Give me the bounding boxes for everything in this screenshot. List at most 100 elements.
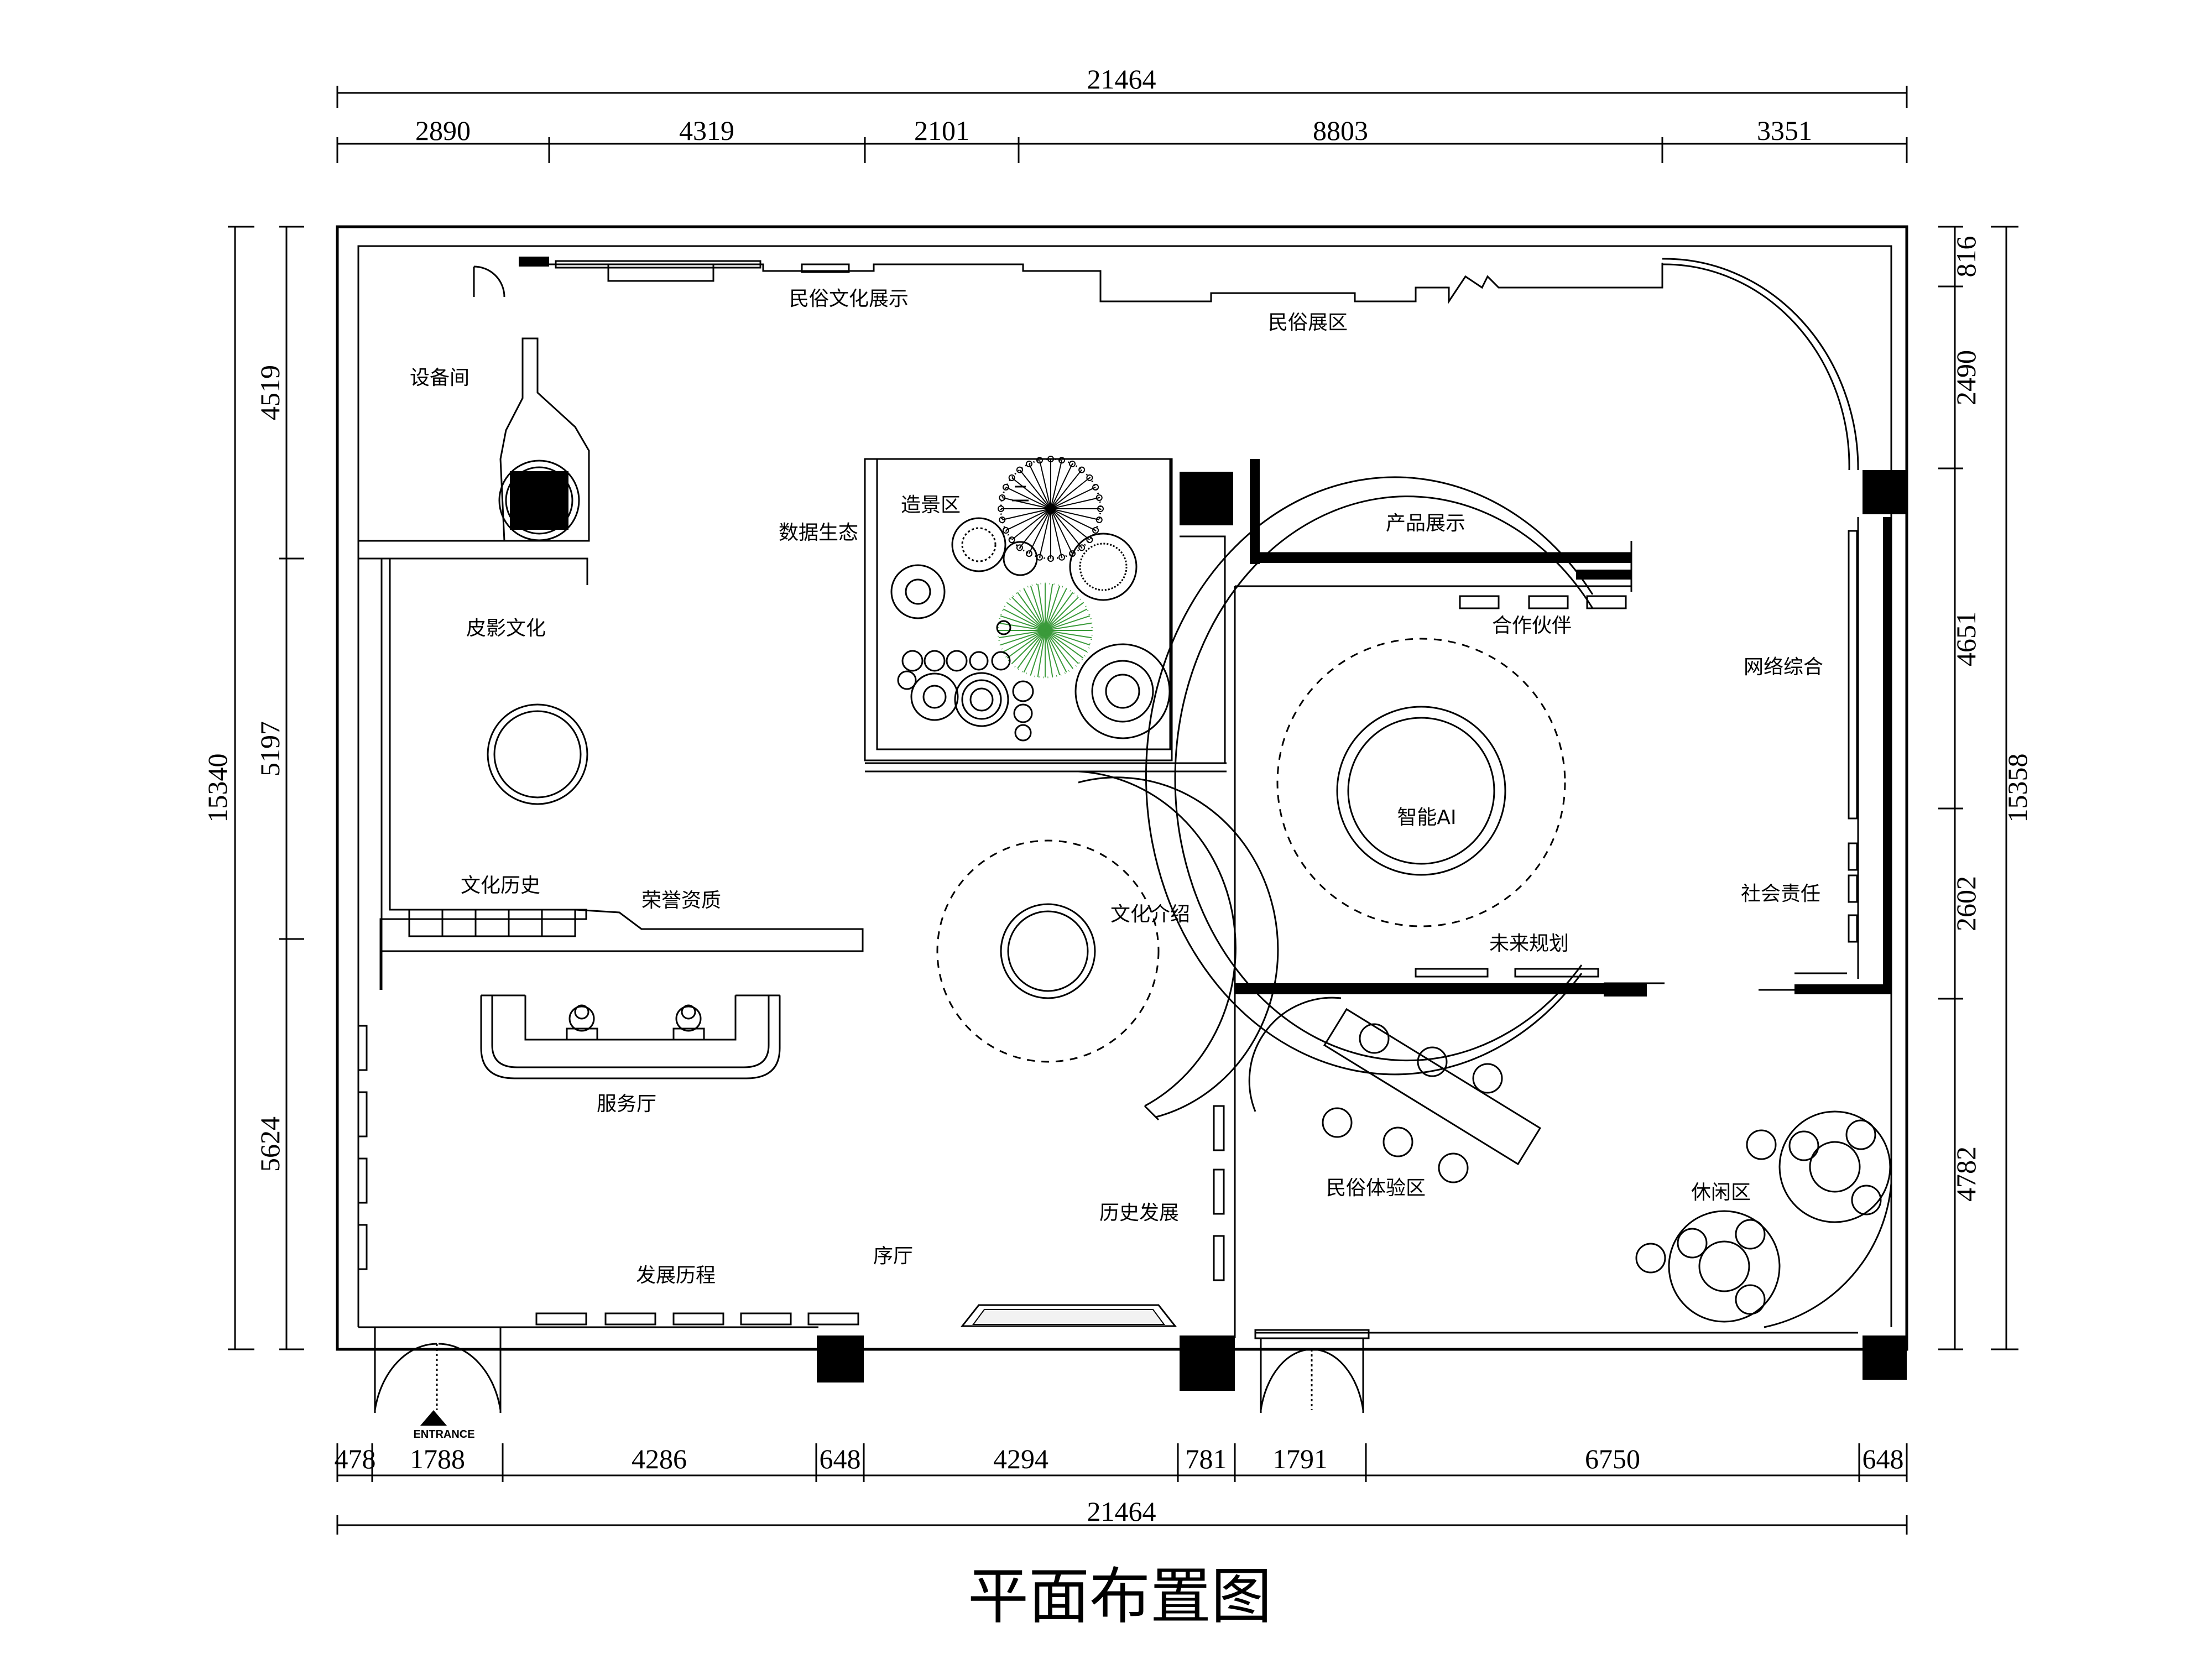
plant-ray (1003, 608, 1046, 631)
bottom-dim-7: 1791 (1272, 1443, 1328, 1474)
plant-ray (1045, 630, 1092, 639)
plant-ray-tip (1095, 494, 1103, 501)
plant-ray (1037, 630, 1046, 677)
bottom-dimensions: 478 1788 4286 648 4294 781 1791 6750 648… (335, 1443, 1908, 1535)
plant-ray (1045, 608, 1088, 631)
label-shadow-puppet-culture: 皮影文化 (466, 617, 546, 640)
plant-ray-tip (1078, 544, 1086, 551)
entrance-arrow-icon (420, 1410, 447, 1426)
plant-ray (1019, 469, 1051, 509)
plant-ray-tip (1008, 536, 1015, 544)
plant-ray (1045, 588, 1067, 631)
plant-ray (1045, 630, 1073, 669)
culture-intro-zone (936, 770, 1279, 1121)
plant-ray-tip (1097, 505, 1104, 512)
label-honors-qualifications: 荣誉资质 (641, 889, 721, 912)
plant-ray (1050, 508, 1099, 521)
top-exhibit-wall (549, 260, 1663, 304)
plant-ray (1019, 508, 1051, 548)
label-network-synthesis: 网络综合 (1744, 656, 1823, 679)
plant-ray-tip (1069, 460, 1076, 467)
room-labels: 民俗文化展示 民俗展区 设备间 造景区 数据生态 产品展示 合作伙伴 网络综合 … (410, 288, 1823, 1287)
folk-experience-furniture (1248, 997, 1542, 1183)
plant-ray (1045, 583, 1053, 631)
plant-ray (1011, 597, 1046, 631)
plant-ray (1045, 630, 1084, 659)
page-title: 平面布置图 (968, 1561, 1272, 1632)
left-dim-3: 5624 (254, 1117, 285, 1172)
right-dim-1: 816 (1950, 236, 1981, 278)
center-wall (1180, 459, 1632, 1338)
top-total-dim: 21464 (1087, 64, 1156, 95)
plant-ray-tip (1016, 544, 1023, 551)
plant-ray (1045, 630, 1091, 646)
plant-ray-tip (1047, 555, 1054, 562)
plant-ray (1050, 508, 1082, 548)
label-leisure-area: 休闲区 (1691, 1181, 1751, 1204)
plant-ray (1045, 602, 1084, 631)
plant-ray (1005, 508, 1051, 531)
label-social-responsibility: 社会责任 (1741, 883, 1820, 905)
label-landscape-area: 造景区 (901, 494, 961, 517)
right-dim-3: 4651 (1950, 611, 1981, 666)
plant-ray (1045, 630, 1079, 664)
bottom-dim-8: 6750 (1585, 1443, 1640, 1474)
plant-ray (1050, 469, 1082, 509)
label-service-hall: 服务厅 (597, 1093, 656, 1115)
top-dim-5: 3351 (1757, 115, 1812, 146)
plant-ray-tip (1002, 527, 1009, 534)
plant-ray-tip (1047, 456, 1054, 462)
plant-ray (1029, 463, 1051, 509)
plant-ray (1045, 597, 1079, 631)
plant-ray (1050, 497, 1099, 509)
plant-ray (1006, 630, 1046, 659)
label-folk-exhibit-area: 民俗展区 (1268, 311, 1348, 334)
top-dimensions: 21464 2890 4319 2101 8803 3351 (336, 64, 1908, 163)
label-future-planning: 未来规划 (1489, 932, 1569, 955)
plant-ray-tip (998, 505, 1004, 512)
plant-ray (1011, 508, 1051, 540)
left-total-dim: 15340 (202, 754, 233, 823)
landscape-area (864, 456, 1227, 773)
label-culture-intro: 文化介绍 (1110, 903, 1190, 926)
plant-ray (1045, 585, 1061, 631)
service-counter (480, 994, 781, 1079)
plant-ray-tip (1025, 460, 1032, 467)
left-dim-1: 4519 (254, 365, 285, 420)
person-icon (566, 1004, 598, 1041)
plant-ray (1006, 602, 1046, 631)
right-total-dim: 15358 (2002, 754, 2033, 823)
plant-ray (1045, 592, 1073, 631)
plant-ray (1050, 508, 1063, 557)
label-folk-culture-display: 民俗文化展示 (789, 288, 909, 310)
bottom-dim-2: 1788 (410, 1443, 465, 1474)
plant-ray (1045, 630, 1067, 673)
bottom-dim-5: 4294 (993, 1443, 1048, 1474)
bottom-dim-1: 478 (335, 1443, 376, 1474)
person-icon (672, 1004, 705, 1041)
plant-ray (1045, 630, 1061, 676)
plant-ray-tip (1008, 474, 1015, 481)
plant-ray-tip (1016, 466, 1023, 473)
right-dim-5: 4782 (1950, 1146, 1981, 1202)
label-development-course: 发展历程 (636, 1264, 716, 1287)
plant-ray-tip (1025, 550, 1032, 557)
side-entrance[interactable] (1254, 1329, 1370, 1413)
bottom-total-dim: 21464 (1087, 1496, 1156, 1527)
plant-ray-tip (1036, 457, 1043, 464)
right-dim-2: 2490 (1950, 350, 1981, 405)
plant-ray (998, 622, 1046, 631)
right-dimensions: 816 2490 4651 2602 4782 15358 (1938, 226, 2033, 1350)
plant-ray-tip (1095, 517, 1103, 524)
plant-ray-tip (999, 517, 1006, 524)
plant-ray-tip (1058, 457, 1066, 464)
plant-ray (998, 630, 1046, 639)
label-product-display: 产品展示 (1386, 512, 1465, 535)
main-entrance[interactable]: ENTRANCE (374, 1327, 502, 1441)
plant-ray (1050, 460, 1063, 509)
entrance-label: ENTRANCE (413, 1428, 474, 1441)
ai-zone (1145, 476, 1665, 1076)
left-dimensions: 15340 4519 5197 5624 (202, 226, 304, 1350)
top-dim-2: 4319 (679, 115, 734, 146)
